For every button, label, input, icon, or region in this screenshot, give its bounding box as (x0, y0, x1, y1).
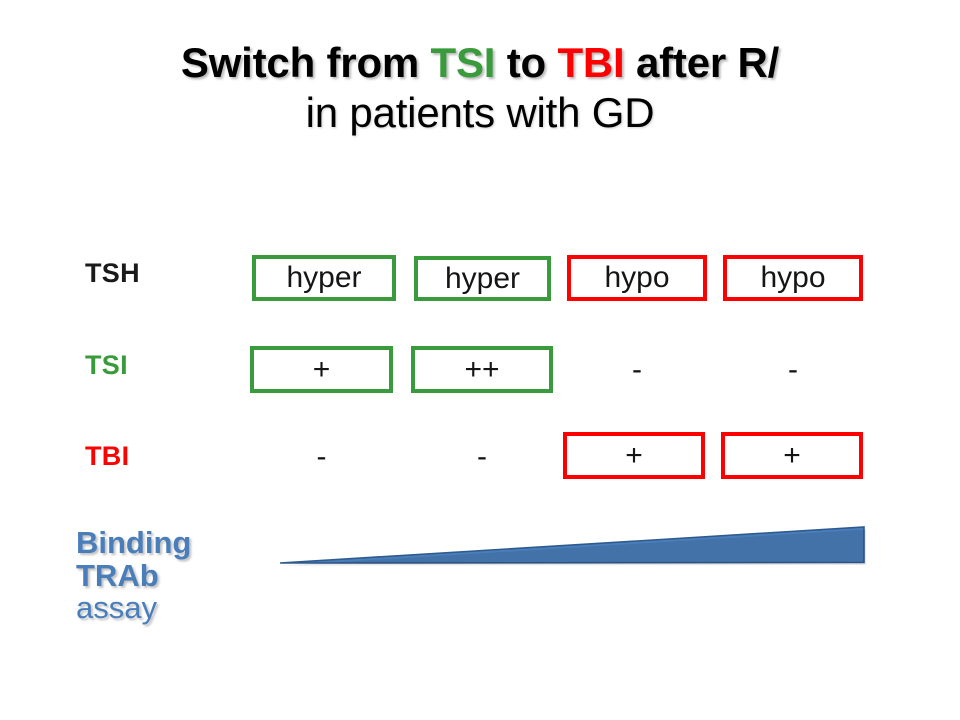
assay-caption: Binding TRAb assay (76, 525, 266, 626)
cell-tsi-col1: + (250, 346, 393, 393)
title-segment-prefix: Switch from (180, 39, 431, 86)
title-segment-to: to (495, 39, 558, 86)
cell-tbi-col3: + (563, 432, 705, 479)
cell-tbi-col4: + (721, 432, 863, 479)
cell-tbi-col1: - (250, 433, 393, 480)
cell-tsi-col3: - (567, 346, 707, 393)
wedge-shadow (282, 529, 866, 566)
title-line-1: Switch from TSI to TBI after R/ (0, 38, 960, 88)
cell-tsh-col3: hypo (567, 255, 707, 301)
cell-tsi-col2: ++ (411, 346, 553, 393)
cell-tsh-col4: hypo (723, 255, 863, 301)
slide-title: Switch from TSI to TBI after R/ in patie… (0, 38, 960, 137)
title-segment-tsi: TSI (430, 39, 496, 86)
row-label-tsi: TSI (85, 350, 128, 380)
cell-tbi-col2: - (411, 433, 553, 480)
title-segment-tbi: TBI (557, 39, 625, 86)
cell-tsh-col1: hyper (252, 255, 396, 301)
row-label-tsh: TSH (85, 258, 140, 288)
cell-tsh-col2: hyper (414, 256, 551, 301)
cell-tsi-col4: - (723, 346, 863, 393)
row-label-tbi: TBI (85, 441, 130, 471)
assay-caption-line-2: TRAb (76, 557, 159, 593)
increasing-binding-trab-assay-wedge (279, 526, 866, 566)
assay-caption-line-1: Binding (76, 525, 192, 560)
title-line-2: in patients with GD (305, 88, 655, 136)
title-segment-suffix: after R/ (624, 39, 780, 86)
assay-caption-line-3: assay (76, 590, 157, 626)
